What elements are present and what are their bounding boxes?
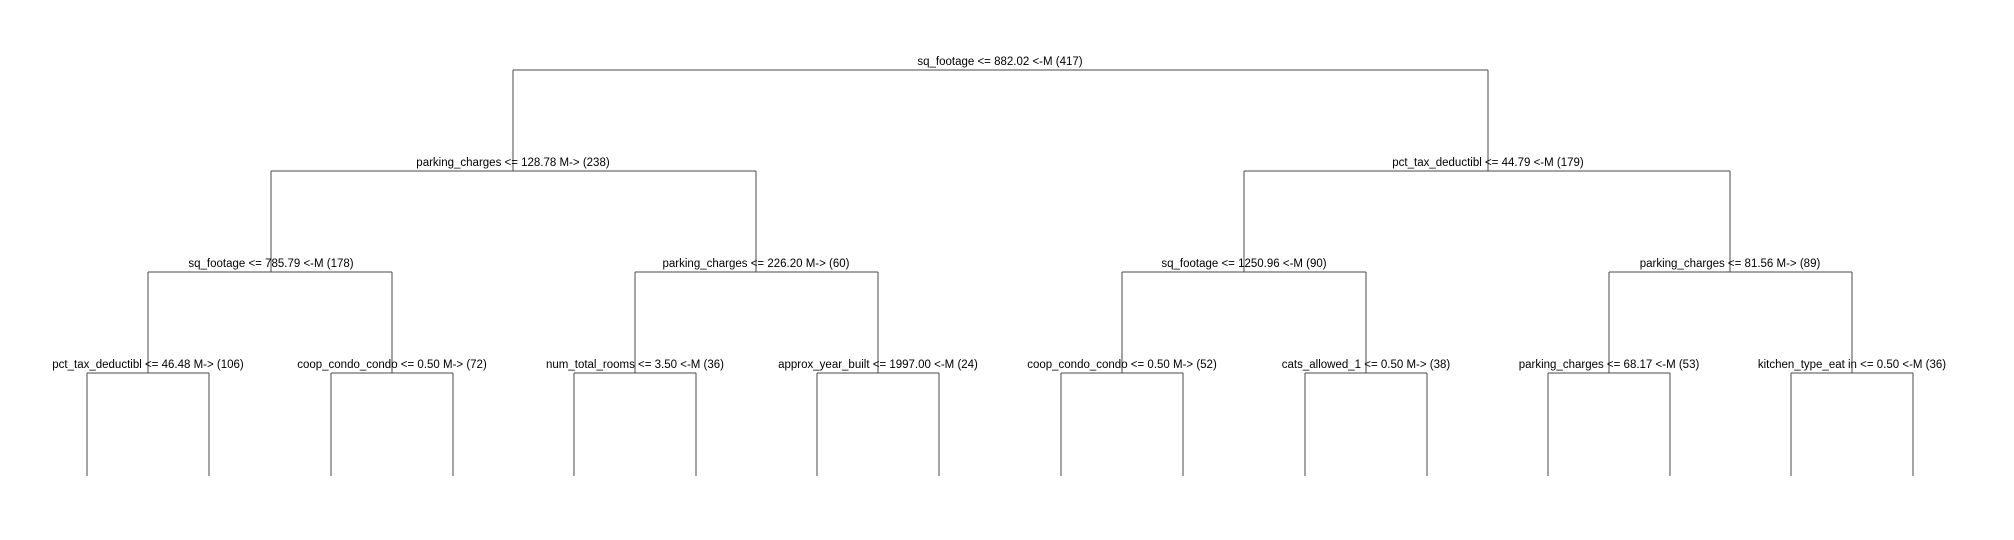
node-label-rlr: cats_allowed_1 <= 0.50 M-> (38): [1282, 359, 1451, 371]
node-label-rll: coop_condo_condo <= 0.50 M-> (52): [1027, 359, 1217, 371]
node-label-r: pct_tax_deductibl <= 44.79 <-M (179): [1392, 157, 1584, 169]
node-label-root: sq_footage <= 882.02 <-M (417): [917, 56, 1082, 68]
node-label-lrl: num_total_rooms <= 3.50 <-M (36): [546, 359, 724, 371]
node-label-l: parking_charges <= 128.78 M-> (238): [416, 157, 610, 169]
node-label-rrr: kitchen_type_eat in <= 0.50 <-M (36): [1758, 359, 1946, 371]
node-label-lrr: approx_year_built <= 1997.00 <-M (24): [778, 359, 978, 371]
node-label-rl: sq_footage <= 1250.96 <-M (90): [1161, 258, 1326, 270]
node-label-rrl: parking_charges <= 68.17 <-M (53): [1519, 359, 1700, 371]
node-label-llr: coop_condo_condo <= 0.50 M-> (72): [297, 359, 487, 371]
node-label-lll: pct_tax_deductibl <= 46.48 M-> (106): [52, 359, 244, 371]
node-label-ll: sq_footage <= 785.79 <-M (178): [188, 258, 353, 270]
node-label-lr: parking_charges <= 226.20 M-> (60): [663, 258, 850, 270]
node-label-rr: parking_charges <= 81.56 M-> (89): [1640, 258, 1821, 270]
